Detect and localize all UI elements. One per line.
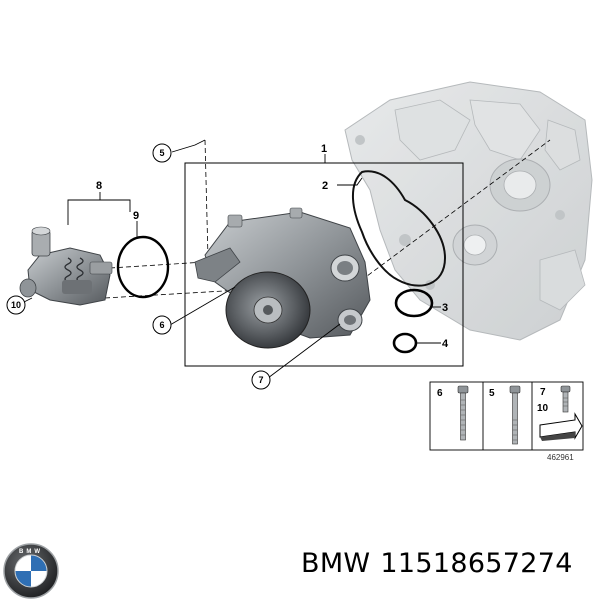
- part-number: 11518657274: [380, 548, 573, 579]
- bolt-icon-medium: [509, 385, 521, 445]
- bolt-legend-table: 6 5 7 10: [429, 381, 584, 451]
- svg-text:BMW: BMW: [19, 549, 43, 555]
- legend-col2-number: 5: [489, 388, 495, 399]
- callout-10: 10: [11, 300, 21, 310]
- o-ring-small: [392, 332, 418, 354]
- callout-9: 9: [133, 210, 139, 222]
- callout-8: 8: [96, 180, 102, 192]
- callout-10-marker: 10: [6, 295, 26, 315]
- callout-7-marker: 7: [251, 370, 271, 390]
- o-ring-large: [394, 288, 434, 318]
- legend-col1-number: 6: [437, 388, 443, 399]
- callout-5-marker: 5: [152, 143, 172, 163]
- leader-lines: [23, 139, 441, 379]
- callout-2: 2: [322, 180, 328, 192]
- callout-6: 6: [159, 320, 164, 330]
- thermostat-seal-ring: [116, 235, 170, 299]
- part-number-caption: BMW 11518657274: [301, 548, 573, 579]
- direction-arrow-icon: [539, 412, 583, 441]
- bolt-icon-long: [457, 385, 469, 441]
- callout-4: 4: [442, 338, 449, 350]
- callout-7: 7: [258, 375, 263, 385]
- bmw-roundel-logo: BMW: [3, 543, 59, 599]
- engine-block-illustration: [344, 81, 593, 341]
- thermostat-illustration: [19, 226, 113, 306]
- water-pump-group-frame: [184, 162, 464, 367]
- pump-gasket: [351, 170, 447, 287]
- legend-col3-number-bottom: 10: [537, 403, 549, 414]
- water-pump-illustration: [194, 207, 371, 349]
- legend-col3-number-top: 7: [540, 387, 546, 398]
- callout-6-marker: 6: [152, 315, 172, 335]
- callout-3: 3: [442, 302, 448, 314]
- bolt-icon-short: [560, 385, 571, 413]
- callout-5: 5: [159, 148, 164, 158]
- diagram-id: 462961: [547, 453, 574, 462]
- brand-name: BMW: [301, 548, 371, 579]
- callout-1: 1: [321, 143, 327, 155]
